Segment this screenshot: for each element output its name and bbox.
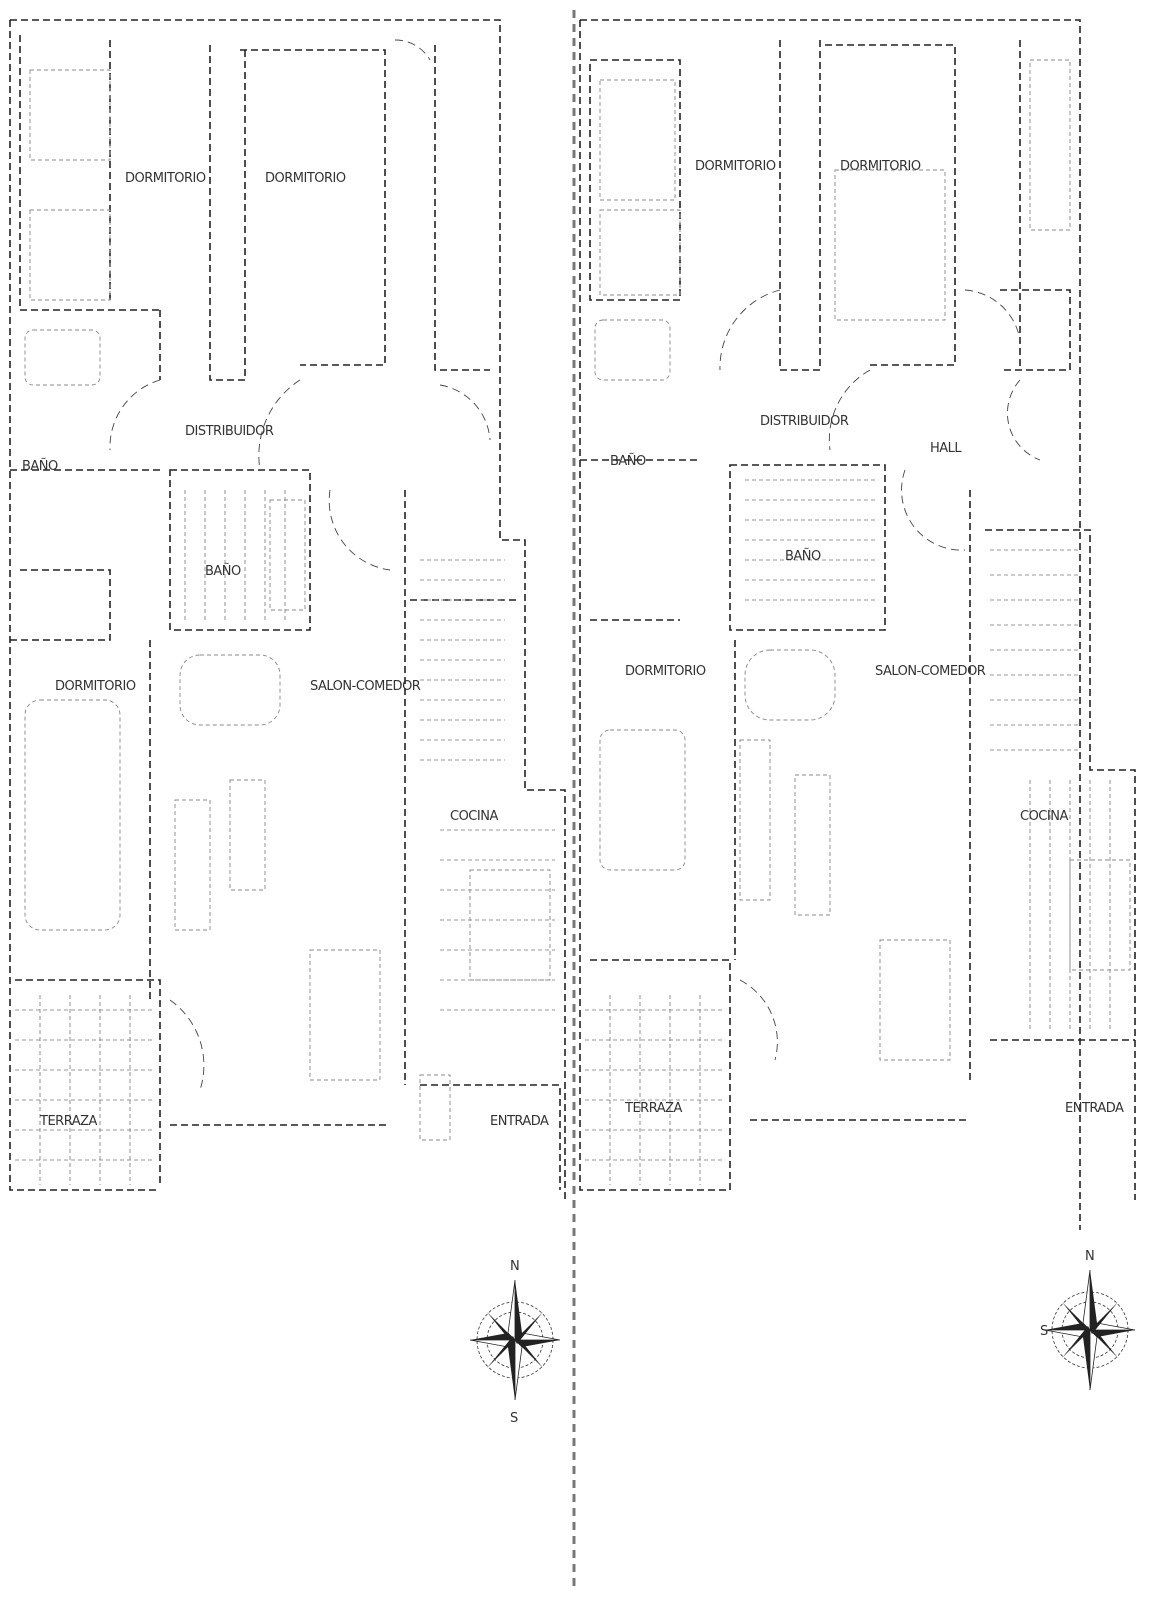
stairs-left <box>420 559 555 1011</box>
compass-rose-left: N S <box>469 1259 561 1426</box>
label-right-kitchen: COCINA <box>1020 809 1068 824</box>
label-left-kitchen: COCINA <box>450 809 498 824</box>
stairs-right <box>990 549 1080 751</box>
terrace-left <box>15 995 155 1185</box>
compass-left-south: S <box>510 1411 518 1426</box>
compass-rose-right: N S <box>1040 1249 1136 1391</box>
label-right-bedroom-main: DORMITORIO <box>625 664 706 679</box>
compass-right-north: N <box>1085 1249 1094 1264</box>
label-left-hall: DISTRIBUIDOR <box>185 424 274 439</box>
label-right-bedroom-top-a: DORMITORIO <box>695 159 776 174</box>
label-left-bedroom-main: DORMITORIO <box>55 679 136 694</box>
label-left-entry: ENTRADA <box>490 1114 549 1129</box>
terrace-right <box>585 995 725 1185</box>
label-left-terrace: TERRAZA <box>39 1114 97 1129</box>
label-right-living: SALON-COMEDOR <box>875 664 986 679</box>
label-left-living: SALON-COMEDOR <box>310 679 421 694</box>
label-left-bath: BAÑO <box>205 563 241 579</box>
compass-left-north: N <box>510 1259 519 1274</box>
label-left-bedroom-top-b: DORMITORIO <box>265 171 346 186</box>
label-right-bath-small: BAÑO <box>610 453 646 469</box>
label-left-bedroom-top-a: DORMITORIO <box>125 171 206 186</box>
bath-tiles-right <box>745 479 875 601</box>
label-right-hall: DISTRIBUIDOR <box>760 414 849 429</box>
label-right-terrace: TERRAZA <box>624 1101 682 1116</box>
unit-left <box>9 19 566 1200</box>
label-right-bedroom-top-b: DORMITORIO <box>840 159 921 174</box>
label-left-bath-small: BAÑO <box>22 458 58 474</box>
unit-right <box>579 19 1136 1230</box>
bath-tiles-left <box>184 490 286 620</box>
label-right-bath: BAÑO <box>785 548 821 564</box>
label-right-entry: ENTRADA <box>1065 1101 1124 1116</box>
compass-right-south: S <box>1040 1324 1048 1339</box>
label-right-hall-small: HALL <box>930 441 962 456</box>
